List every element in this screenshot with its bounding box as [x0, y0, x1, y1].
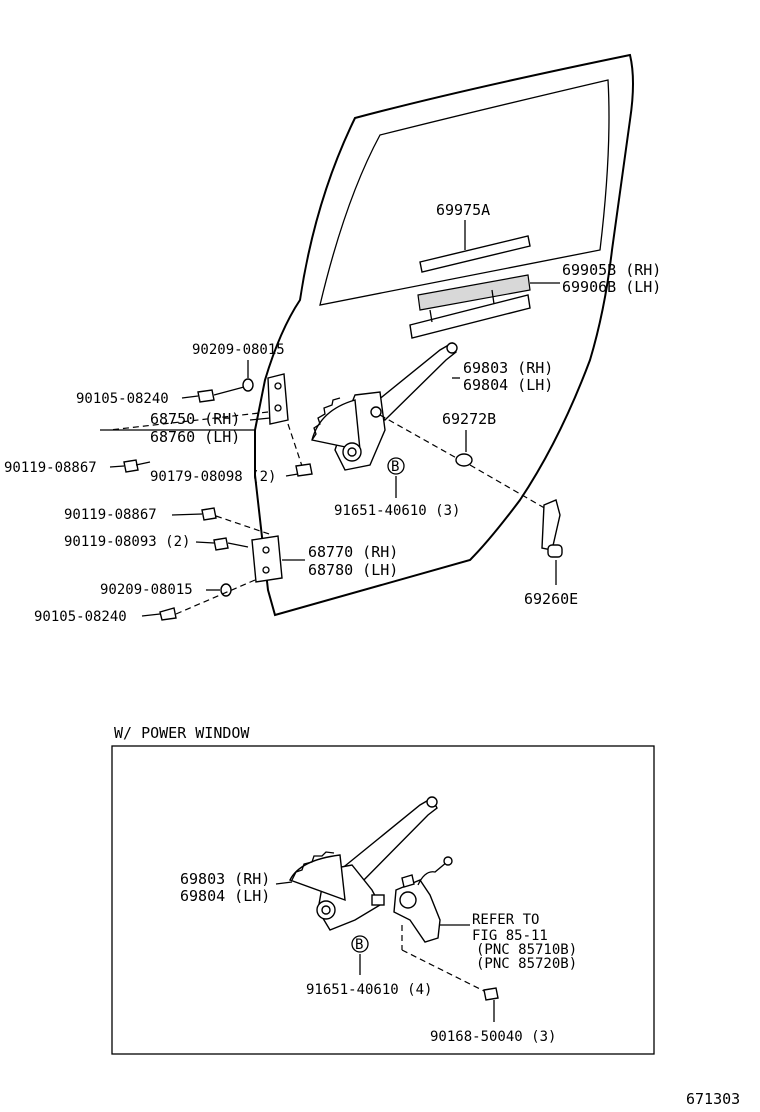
- label-69975a: 69975A: [436, 201, 490, 219]
- label-68750: 68750 (RH): [150, 410, 240, 428]
- marker-b-text: B: [391, 459, 399, 475]
- label-68770: 68770 (RH): [308, 543, 398, 561]
- label-68760: 68760 (LH): [150, 428, 240, 446]
- label-90119-08093: 90119-08093 (2): [64, 534, 190, 550]
- power-marker-b-text: B: [355, 937, 363, 953]
- power-marker-b: B: [351, 935, 369, 975]
- door-panel: [100, 53, 634, 617]
- label-91651-door: 91651-40610 (3): [334, 503, 460, 519]
- window-channel-lower: [409, 274, 560, 339]
- label-refer-3: (PNC 85710B): [476, 942, 577, 958]
- label-power-69803: 69803 (RH): [180, 870, 270, 888]
- label-90119-upper: 90119-08867: [4, 460, 97, 476]
- label-69906b: 69906B (LH): [562, 278, 661, 296]
- label-90209-lower: 90209-08015: [100, 582, 193, 598]
- label-power-90168: 90168-50040 (3): [430, 1029, 556, 1045]
- label-90119-lower: 90119-08867: [64, 507, 157, 523]
- upper-hinge: [109, 360, 313, 477]
- washer: [455, 430, 473, 467]
- label-69272b: 69272B: [442, 410, 496, 428]
- label-69260e: 69260E: [524, 590, 578, 608]
- window-channel-upper: [419, 220, 531, 273]
- power-regulator: [275, 796, 438, 931]
- label-power-91651: 91651-40610 (4): [306, 982, 432, 998]
- label-90179: 90179-08098 (2): [150, 469, 276, 485]
- power-window-title: W/ POWER WINDOW: [114, 724, 250, 742]
- label-90209-upper: 90209-08015: [192, 342, 285, 358]
- label-69803: 69803 (RH): [463, 359, 553, 377]
- window-regulator: [311, 342, 549, 511]
- label-69804: 69804 (LH): [463, 376, 553, 394]
- label-refer-4: (PNC 85720B): [476, 956, 577, 972]
- power-window-motor: [393, 856, 499, 1022]
- label-power-69804: 69804 (LH): [180, 887, 270, 905]
- label-refer-2: FIG 85-11: [472, 928, 548, 944]
- label-69905b: 69905B (RH): [562, 261, 661, 279]
- label-68780: 68780 (LH): [308, 561, 398, 579]
- window-handle: [541, 499, 563, 585]
- power-window-frame: [111, 745, 655, 1055]
- label-refer-1: REFER TO: [472, 912, 539, 928]
- lower-hinge: [141, 507, 305, 621]
- label-90105-upper: 90105-08240: [76, 391, 169, 407]
- label-90105-lower: 90105-08240: [34, 609, 127, 625]
- figure-number: 671303: [686, 1090, 740, 1108]
- marker-b: B: [387, 457, 405, 498]
